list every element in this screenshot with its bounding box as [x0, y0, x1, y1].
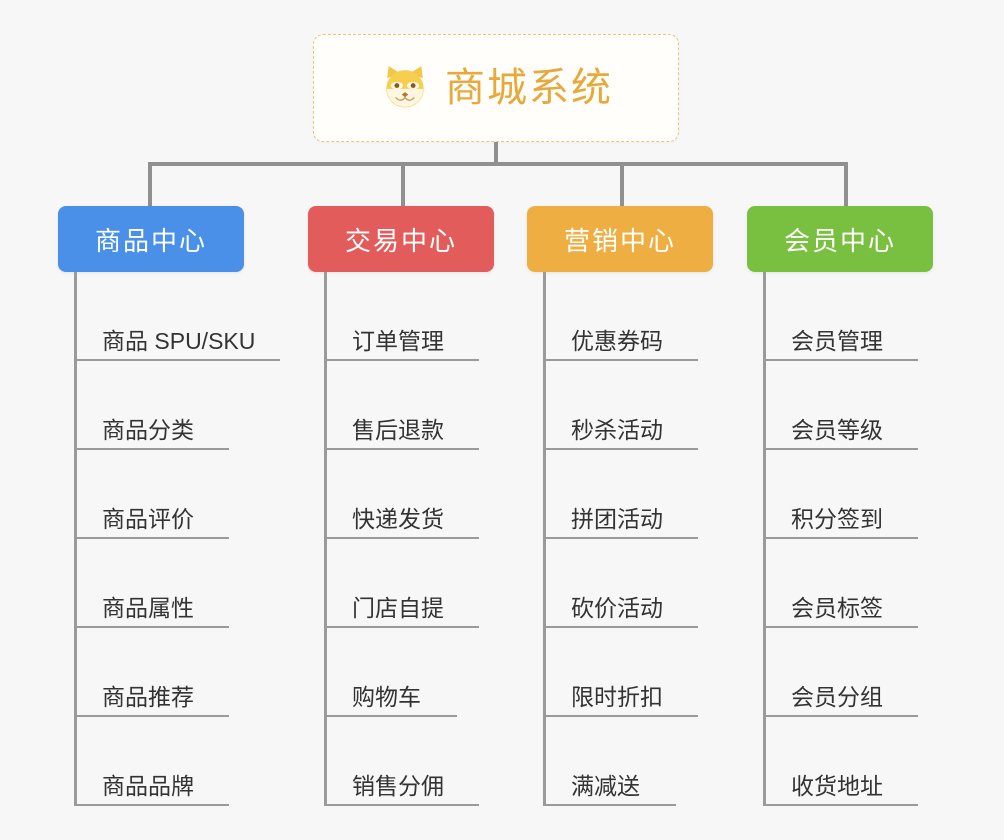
leaf-label: 商品品牌 [102, 772, 194, 799]
list-item[interactable]: 商品 SPU/SKU [74, 272, 282, 361]
column-header-member-center[interactable]: 会员中心 [747, 206, 933, 272]
leaf-underline [543, 448, 698, 450]
column-header-label: 营销中心 [563, 225, 676, 256]
leaf-underline [324, 359, 479, 361]
column-spine [763, 272, 766, 806]
list-item[interactable]: 会员管理 [763, 272, 971, 361]
leaf-list: 订单管理 售后退款 快递发货 门店自提 购物车 销售分佣 [324, 272, 532, 806]
leaf-label: 商品推荐 [102, 683, 194, 710]
leaf-label: 积分签到 [791, 505, 883, 532]
column-spine [543, 272, 546, 806]
leaf-label: 购物车 [352, 683, 421, 710]
leaf-underline [763, 448, 918, 450]
leaf-underline [543, 715, 698, 717]
list-item[interactable]: 优惠券码 [543, 272, 751, 361]
list-item[interactable]: 积分签到 [763, 450, 971, 539]
leaf-label: 快递发货 [352, 505, 444, 532]
leaf-label: 销售分佣 [352, 772, 444, 799]
connector-drop-4 [844, 162, 848, 206]
list-item[interactable]: 订单管理 [324, 272, 532, 361]
leaf-label: 商品评价 [102, 505, 194, 532]
list-item[interactable]: 商品评价 [74, 450, 282, 539]
list-item[interactable]: 秒杀活动 [543, 361, 751, 450]
column-spine [324, 272, 327, 806]
leaf-underline [74, 626, 229, 628]
connector-drop-1 [148, 162, 152, 206]
leaf-underline [74, 804, 229, 806]
list-item[interactable]: 商品分类 [74, 361, 282, 450]
leaf-label: 会员分组 [791, 683, 883, 710]
leaf-label: 会员等级 [791, 416, 883, 443]
leaf-label: 商品分类 [102, 416, 194, 443]
leaf-underline [543, 804, 676, 806]
leaf-label: 秒杀活动 [571, 416, 663, 443]
leaf-underline [543, 359, 698, 361]
list-item[interactable]: 快递发货 [324, 450, 532, 539]
column-header-label: 会员中心 [783, 225, 896, 256]
leaf-underline [763, 804, 918, 806]
leaf-label: 会员管理 [791, 327, 883, 354]
leaf-underline [74, 359, 280, 361]
column-header-marketing-center[interactable]: 营销中心 [527, 206, 713, 272]
list-item[interactable]: 限时折扣 [543, 628, 751, 717]
list-item[interactable]: 销售分佣 [324, 717, 532, 806]
list-item[interactable]: 购物车 [324, 628, 532, 717]
column-header-trade-center[interactable]: 交易中心 [308, 206, 494, 272]
list-item[interactable]: 会员分组 [763, 628, 971, 717]
leaf-list: 会员管理 会员等级 积分签到 会员标签 会员分组 收货地址 [763, 272, 971, 806]
leaf-underline [324, 804, 479, 806]
leaf-label: 满减送 [571, 772, 640, 799]
leaf-label: 商品 SPU/SKU [102, 327, 256, 354]
leaf-underline [543, 626, 698, 628]
list-item[interactable]: 拼团活动 [543, 450, 751, 539]
column-header-label: 商品中心 [94, 225, 207, 256]
connector-root-stem [494, 142, 498, 164]
list-item[interactable]: 商品推荐 [74, 628, 282, 717]
leaf-label: 门店自提 [352, 594, 444, 621]
list-item[interactable]: 收货地址 [763, 717, 971, 806]
list-item[interactable]: 会员等级 [763, 361, 971, 450]
list-item[interactable]: 砍价活动 [543, 539, 751, 628]
leaf-underline [763, 537, 918, 539]
leaf-underline [324, 626, 479, 628]
column-header-product-center[interactable]: 商品中心 [58, 206, 244, 272]
connector-drop-3 [620, 162, 624, 206]
column-spine [74, 272, 77, 806]
leaf-label: 商品属性 [102, 594, 194, 621]
list-item[interactable]: 商品品牌 [74, 717, 282, 806]
list-item[interactable]: 门店自提 [324, 539, 532, 628]
leaf-underline [74, 448, 229, 450]
leaf-underline [763, 626, 918, 628]
column-header-label: 交易中心 [344, 225, 457, 256]
leaf-underline [324, 715, 457, 717]
leaf-underline [74, 715, 229, 717]
leaf-underline [324, 448, 479, 450]
leaf-label: 订单管理 [352, 327, 444, 354]
connector-horizontal-bus [148, 162, 848, 166]
leaf-label: 拼团活动 [571, 505, 663, 532]
leaf-underline [763, 715, 918, 717]
leaf-underline [74, 537, 229, 539]
leaf-label: 会员标签 [791, 594, 883, 621]
leaf-underline [324, 537, 479, 539]
shiba-dog-face-icon [379, 62, 431, 114]
list-item[interactable]: 会员标签 [763, 539, 971, 628]
root-node[interactable]: 商城系统 [313, 34, 679, 142]
leaf-label: 限时折扣 [571, 683, 663, 710]
list-item[interactable]: 商品属性 [74, 539, 282, 628]
connector-drop-2 [401, 162, 405, 206]
leaf-label: 售后退款 [352, 416, 444, 443]
list-item[interactable]: 售后退款 [324, 361, 532, 450]
leaf-list: 优惠券码 秒杀活动 拼团活动 砍价活动 限时折扣 满减送 [543, 272, 751, 806]
root-title: 商城系统 [445, 66, 613, 110]
leaf-label: 砍价活动 [571, 594, 663, 621]
list-item[interactable]: 满减送 [543, 717, 751, 806]
leaf-label: 收货地址 [791, 772, 883, 799]
leaf-label: 优惠券码 [571, 327, 663, 354]
leaf-list: 商品 SPU/SKU 商品分类 商品评价 商品属性 商品推荐 商品品牌 [74, 272, 282, 806]
leaf-underline [763, 359, 918, 361]
leaf-underline [543, 537, 698, 539]
